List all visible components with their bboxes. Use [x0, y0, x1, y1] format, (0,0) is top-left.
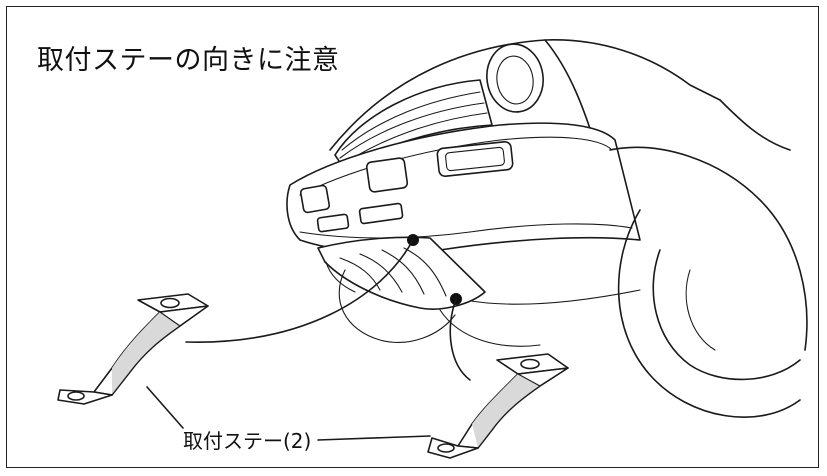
- leader-line-upper: [185, 239, 414, 343]
- skid-plate: [317, 234, 486, 343]
- stay-callout-label: 取付ステー(2): [183, 429, 312, 453]
- label-leader-left: [146, 386, 184, 429]
- mounting-stay-right: [427, 353, 569, 459]
- label-leader-right: [317, 435, 431, 441]
- mounting-stay-left: [57, 293, 209, 405]
- vehicle-front: [286, 39, 808, 418]
- leader-line-lower: [449, 298, 471, 381]
- figure-title: 取付ステーの向きに注意: [37, 45, 340, 76]
